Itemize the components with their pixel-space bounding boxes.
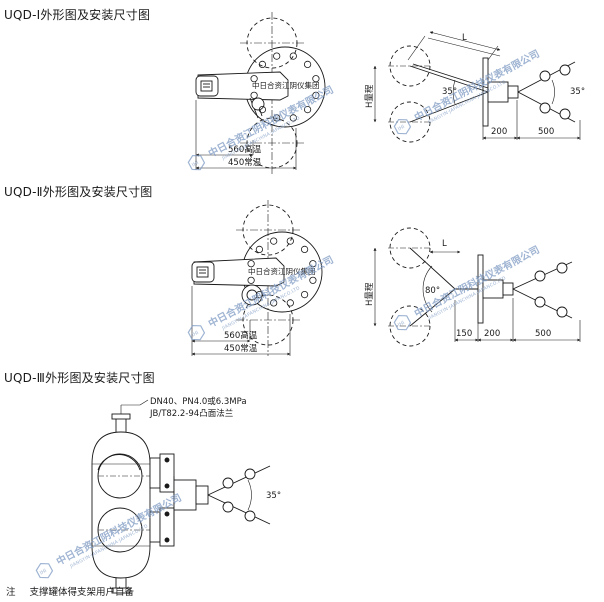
fig2-title: UQD-Ⅱ外形图及安装尺寸图	[4, 185, 153, 199]
flange-bolt-hole	[303, 106, 312, 114]
flange-bolt-hole	[312, 91, 320, 99]
flange-bolt-hole	[289, 114, 297, 122]
footnote-lead: 注	[6, 587, 16, 598]
watermark-4: IHI 中日合资江阴科技仪表有限公司 JIANGYIN·JAPANCHINA·J…	[393, 243, 542, 331]
fig2-dim-normal-temp: 450常温	[224, 343, 258, 354]
flange-bolt-hole	[247, 276, 255, 284]
fig1-dim-normal-temp: 450常温	[228, 157, 262, 168]
svg-text:IHI: IHI	[397, 320, 406, 328]
fig2-angle: 80°	[425, 286, 440, 296]
flange-bolt-hole	[255, 245, 263, 253]
fig2-flange-bolt-holes	[247, 237, 317, 307]
svg-text:IHI: IHI	[191, 160, 200, 168]
flange-bolt-hole	[303, 60, 312, 69]
fig1-height-label: H量程	[365, 84, 375, 108]
fig1-flange-bolt-holes	[250, 52, 320, 122]
fig1-dim-b: 500	[538, 127, 554, 137]
watermark-badge-icon: IHI	[35, 562, 54, 579]
fig2-dim-c: 500	[535, 329, 551, 339]
fig1-title: UQD-Ⅰ外形图及安装尺寸图	[4, 8, 151, 22]
flange-bolt-hole	[247, 260, 255, 268]
fig1-angle-right: 35°	[570, 87, 585, 97]
watermark-badge-icon: IHI	[393, 314, 412, 331]
flange-bolt-hole	[258, 106, 266, 114]
fig2-nameplate: 中日合资江阴仪集团	[248, 266, 316, 276]
flange-bolt-hole	[270, 237, 278, 245]
fig2-height-label: H量程	[365, 282, 375, 306]
svg-text:IHI: IHI	[191, 330, 200, 338]
fig1-length-label: L	[462, 33, 467, 43]
fig3-flange-line1: DN40、PN4.0或6.3MPa	[150, 396, 247, 407]
footnote: 注 支撑罐体得支架用户自备	[6, 584, 134, 598]
fig2-length-label: L	[442, 239, 447, 249]
flange-bolt-hole	[300, 245, 309, 253]
fig3-title: UQD-Ⅲ外形图及安装尺寸图	[4, 371, 155, 385]
fig1-angle-left: 35°	[442, 87, 457, 97]
watermark-badge-icon: IHI	[187, 324, 206, 341]
flange-bolt-hole	[289, 52, 297, 60]
watermark-text-2: 中日合资江阴科技仪表有限公司	[412, 47, 542, 124]
flange-bolt-hole	[312, 75, 320, 83]
flange-bolt-hole	[273, 114, 281, 122]
flange-bolt-hole	[286, 299, 294, 307]
flange-bolt-hole	[309, 276, 317, 284]
watermark-badge-icon: IHI	[393, 118, 412, 135]
fig3-angle: 35°	[266, 491, 281, 501]
svg-text:IHI: IHI	[39, 568, 48, 576]
watermark-badge-icon: IHI	[187, 154, 206, 171]
fig1-nameplate: 中日合资江阴仪集团	[252, 80, 320, 90]
flange-bolt-hole	[255, 290, 263, 299]
fig2-dim-a: 150	[456, 329, 472, 339]
fig1-dim-a: 200	[491, 127, 507, 137]
svg-text:IHI: IHI	[397, 124, 406, 132]
fig2-side-view	[373, 227, 581, 347]
flange-bolt-hole	[250, 91, 258, 99]
fig2-dim-high-temp: 560高温	[224, 330, 258, 341]
fig2-front-view	[191, 200, 323, 356]
fig1-side-view	[373, 31, 581, 143]
fig1-dim-high-temp: 560高温	[228, 144, 262, 155]
flange-bolt-hole	[273, 52, 281, 60]
footnote-text: 支撑罐体得支架用户自备	[29, 587, 135, 598]
flange-bolt-hole	[300, 290, 309, 299]
flange-bolt-hole	[258, 60, 266, 69]
flange-bolt-hole	[250, 75, 258, 83]
flange-bolt-hole	[270, 299, 278, 307]
fig2-dim-b: 200	[484, 329, 500, 339]
flange-bolt-hole	[286, 237, 294, 245]
watermark-text-4: 中日合资江阴科技仪表有限公司	[412, 243, 542, 320]
fig3-flange-line2: JB/T82.2-94凸面法兰	[149, 408, 233, 419]
flange-bolt-hole	[309, 260, 317, 268]
fig3-tank-view	[91, 399, 271, 594]
